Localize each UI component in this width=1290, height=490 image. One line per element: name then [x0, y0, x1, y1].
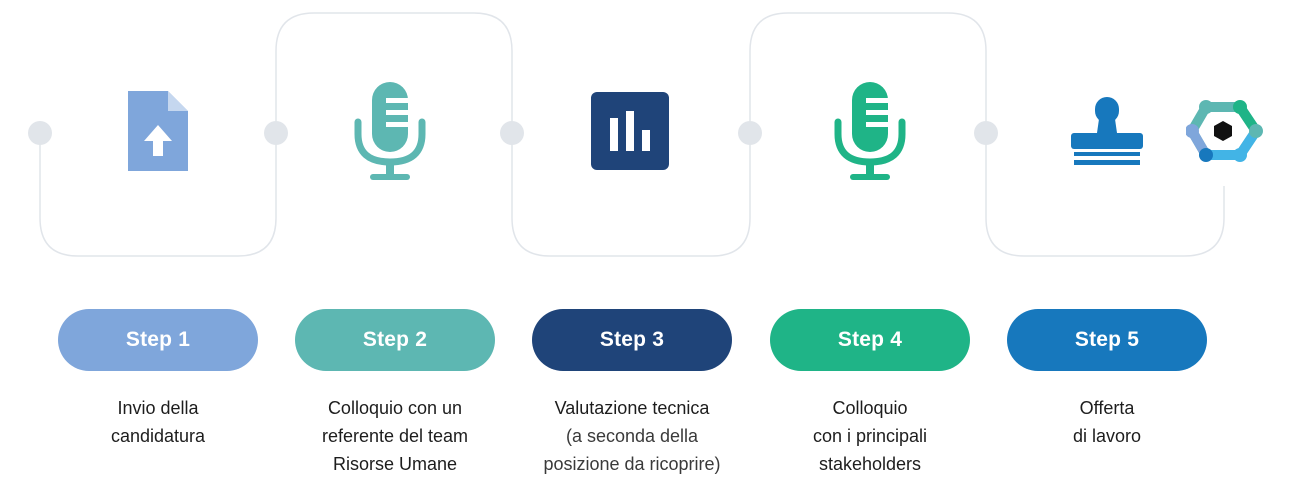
description-line: Offerta — [1079, 398, 1135, 418]
hexagon-network-logo-icon — [1185, 97, 1266, 172]
description-line: (a seconda della — [565, 426, 699, 446]
description-line: Colloquio con un — [327, 398, 463, 418]
step-2-description: Colloquio con un referente del team Riso… — [275, 394, 515, 478]
step-4-node — [738, 121, 762, 145]
stamp-icon — [1071, 97, 1143, 174]
description-line: posizione da ricoprire) — [543, 454, 721, 474]
description-line: candidatura — [110, 426, 206, 446]
step-2-badge: Step 2 — [295, 309, 495, 371]
step-1-description: Invio della candidatura — [38, 394, 278, 450]
microphone-icon — [834, 82, 906, 187]
description-line: Risorse Umane — [332, 454, 458, 474]
microphone-icon — [354, 82, 426, 187]
description-line: stakeholders — [818, 454, 922, 474]
step-5-description: Offerta di lavoro — [987, 394, 1227, 450]
description-line: Invio della — [117, 398, 199, 418]
step-5-node — [974, 121, 998, 145]
description-line: referente del team — [321, 426, 469, 446]
description-line: con i principali — [812, 426, 928, 446]
step-2-node — [264, 121, 288, 145]
step-4-description: Colloquio con i principali stakeholders — [750, 394, 990, 478]
file-upload-icon — [128, 91, 188, 176]
step-1-node — [28, 121, 52, 145]
description-line: Colloquio — [832, 398, 908, 418]
step-4-badge: Step 4 — [770, 309, 970, 371]
step-5-badge: Step 5 — [1007, 309, 1207, 371]
bar-chart-icon — [591, 92, 669, 175]
step-3-node — [500, 121, 524, 145]
description-line: di lavoro — [1072, 426, 1142, 446]
step-3-description: Valutazione tecnica (a seconda della pos… — [512, 394, 752, 478]
description-line: Valutazione tecnica — [554, 398, 710, 418]
step-3-badge: Step 3 — [532, 309, 732, 371]
step-1-badge: Step 1 — [58, 309, 258, 371]
